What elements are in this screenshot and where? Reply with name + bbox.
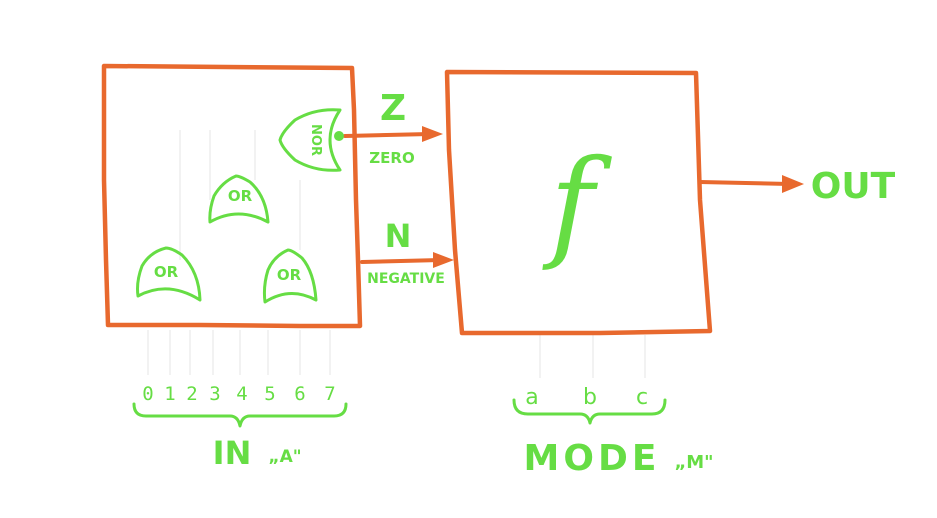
negative-flag-label: NEGATIVE — [367, 271, 445, 287]
nor-gate: NOR — [278, 108, 342, 172]
input-bit-4: 4 — [236, 383, 247, 405]
out-label: OUT — [811, 166, 896, 207]
faint-wire-traces — [147, 130, 646, 378]
or-gate-left: OR — [136, 246, 202, 302]
input-group-sub: „A" — [268, 447, 301, 467]
mode-bit-b: b — [583, 385, 597, 410]
or-gate-right: OR — [262, 248, 318, 304]
zero-flag-label: ZERO — [369, 149, 414, 167]
mode-brace — [512, 398, 667, 425]
out-arrow — [698, 175, 804, 193]
mode-bit-c: c — [636, 385, 648, 410]
logic-block-outline — [101, 63, 363, 329]
or-gate-left-label: OR — [154, 263, 179, 281]
mode-group-label: MODE — [524, 438, 661, 479]
mode-bit-a: a — [525, 385, 538, 410]
function-symbol: f — [542, 135, 613, 274]
input-bit-7: 7 — [324, 383, 335, 405]
or-gate-middle: OR — [208, 174, 270, 224]
input-bit-0: 0 — [142, 383, 153, 405]
input-bit-labels: 0 1 2 3 4 5 6 7 — [142, 383, 335, 405]
nor-output-bubble — [334, 131, 344, 141]
mode-bit-labels: a b c — [525, 385, 648, 410]
nor-gate-label: NOR — [308, 124, 323, 156]
mode-group-sub: „M" — [674, 452, 713, 473]
or-gate-right-label: OR — [277, 266, 302, 284]
input-group-label: IN — [213, 434, 252, 472]
zero-arrow — [343, 126, 443, 142]
zero-flag-letter: Z — [380, 88, 406, 129]
input-bit-1: 1 — [164, 383, 175, 405]
function-block-outline — [444, 69, 713, 336]
input-bit-3: 3 — [209, 383, 220, 405]
input-bit-6: 6 — [294, 383, 305, 405]
input-bit-5: 5 — [264, 383, 275, 405]
input-bit-2: 2 — [186, 383, 197, 405]
negative-arrow — [360, 252, 454, 268]
negative-flag-letter: N — [385, 217, 412, 255]
or-gate-middle-label: OR — [228, 187, 253, 205]
input-brace — [132, 402, 348, 428]
